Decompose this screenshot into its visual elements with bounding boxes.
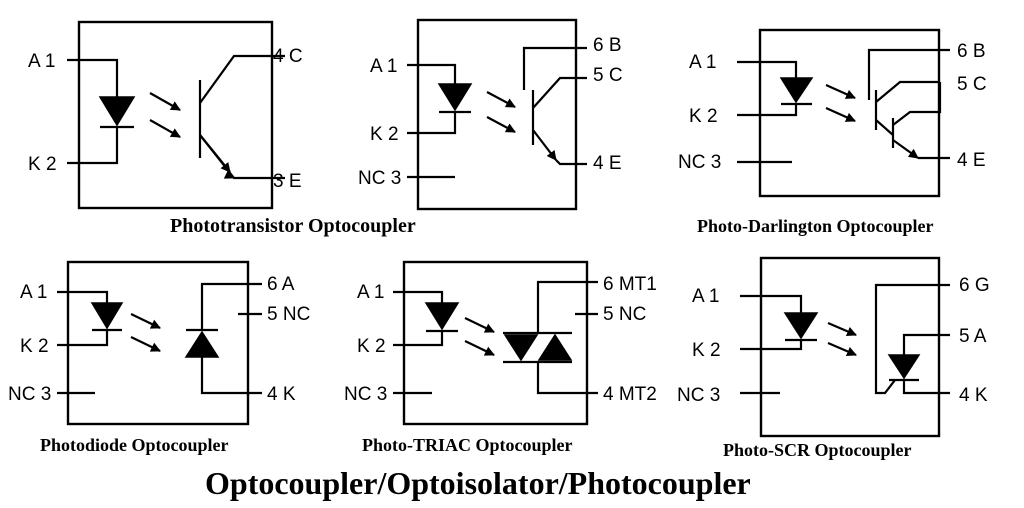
caption: Phototransistor Optocoupler — [170, 215, 416, 237]
package-box — [77, 20, 274, 210]
pin-3-label: NC 3 — [8, 384, 51, 405]
led-symbol — [737, 60, 814, 164]
package-box — [66, 260, 250, 426]
package-box — [402, 260, 589, 426]
caption: Photo-TRIAC Optocoupler — [362, 435, 573, 455]
light-arrows — [825, 83, 856, 123]
pin-3-label: NC 3 — [344, 384, 387, 405]
photodiode-optocoupler: A 1 K 2 NC 3 6 A 5 NC 4 K Photodiode Opt… — [8, 260, 310, 455]
pin-1-label: A 1 — [689, 52, 716, 73]
pin-2-label: K 2 — [28, 154, 57, 175]
pin-5-label: 5 NC — [267, 304, 310, 325]
pin-4-label: 4 E — [593, 153, 622, 174]
photodiode-symbol — [184, 282, 262, 395]
main-title: Optocoupler/Optoisolator/Photocoupler — [205, 465, 751, 501]
pin-5-label: 5 C — [593, 65, 623, 86]
pin-2-label: K 2 — [370, 124, 399, 145]
pin-3-label: NC 3 — [358, 168, 401, 189]
pin-2-label: K 2 — [689, 106, 718, 127]
package-box — [759, 256, 941, 438]
pin-5-label: 5 NC — [603, 304, 646, 325]
led-symbol — [57, 290, 124, 395]
pin-2-label: K 2 — [692, 340, 721, 361]
light-arrows — [827, 321, 857, 357]
photo-triac-optocoupler: A 1 K 2 NC 3 6 MT1 5 NC 4 MT2 Photo-TRIA… — [344, 260, 657, 455]
pin-4-label: 4 E — [957, 150, 986, 171]
pin-1-label: A 1 — [370, 56, 397, 77]
led-symbol — [393, 290, 460, 395]
pin-5-label: 5 C — [957, 74, 987, 95]
pin-1-label: A 1 — [692, 286, 719, 307]
led-symbol — [407, 63, 473, 179]
pin-2-label: K 2 — [20, 336, 49, 357]
led-symbol — [67, 58, 136, 165]
photo-darlington-optocoupler: A 1 K 2 NC 3 6 B 5 C 4 E Photo-Darlingto… — [678, 28, 987, 236]
pin-4-label: 4 K — [959, 385, 988, 406]
pin-6-label: 6 G — [959, 275, 990, 296]
caption: Photodiode Optocoupler — [40, 435, 229, 455]
pin-5-label: 5 A — [959, 326, 987, 347]
pin-6-label: 6 B — [957, 41, 986, 62]
pin-3-label: 3 E — [273, 171, 302, 192]
pin-3-label: NC 3 — [678, 152, 721, 173]
phototransistor-optocoupler: A 1 K 2 4 C 3 E Phototransistor Optocoup… — [28, 20, 416, 237]
photo-scr-optocoupler: A 1 K 2 NC 3 6 G 5 A 4 K Photo-SCR Optoc… — [677, 256, 990, 460]
phototransistor-symbol — [198, 54, 285, 180]
pin-3-label: NC 3 — [677, 385, 720, 406]
pin-2-label: K 2 — [357, 336, 386, 357]
triac-symbol — [503, 280, 598, 395]
light-arrows — [486, 91, 516, 133]
pin-6-label: 6 B — [593, 35, 622, 56]
phototransistor-base-optocoupler: A 1 K 2 NC 3 6 B 5 C 4 E — [358, 18, 623, 211]
pin-4-label: 4 K — [267, 384, 296, 405]
phototransistor-symbol — [522, 46, 587, 166]
pin-6-label: 6 MT1 — [603, 274, 657, 295]
package-box — [416, 18, 578, 211]
pin-1-label: A 1 — [28, 51, 55, 72]
pin-1-label: A 1 — [20, 282, 47, 303]
pin-4-label: 4 MT2 — [603, 384, 657, 405]
light-arrows — [464, 317, 495, 356]
scr-symbol — [874, 283, 950, 395]
darlington-symbol — [867, 48, 950, 160]
pin-4-label: 4 C — [273, 46, 303, 67]
pin-6-label: 6 A — [267, 274, 295, 295]
led-symbol — [740, 294, 819, 395]
caption: Photo-Darlington Optocoupler — [697, 216, 934, 236]
caption: Photo-SCR Optocoupler — [723, 440, 912, 460]
pin-1-label: A 1 — [357, 282, 384, 303]
light-arrows — [130, 313, 161, 352]
light-arrows — [149, 92, 181, 138]
